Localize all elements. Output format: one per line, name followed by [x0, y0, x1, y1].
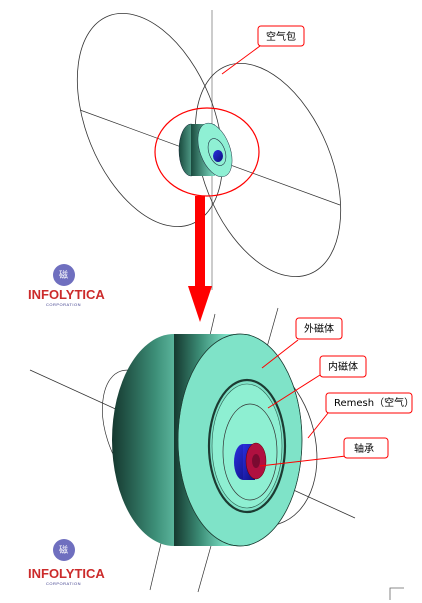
callout-label-remesh: Remesh（空气）: [334, 396, 414, 409]
remesh-ring: [222, 403, 278, 501]
bearing: [234, 442, 267, 480]
air-bag-shell-left: [76, 13, 224, 227]
callout-label-air-bag: 空气包: [266, 30, 296, 43]
logo-sub-bottom: CORPORATION: [46, 581, 81, 586]
callout-label-bearing: 轴承: [354, 442, 374, 455]
logo-name-bottom: INFOLYTICA: [28, 566, 105, 581]
small-magnet-assembly: [178, 122, 233, 178]
logo-seal-top: 磁: [59, 269, 68, 281]
overview-model: 空气包: [76, 10, 342, 290]
highlight-circle: [154, 107, 260, 197]
inner-magnet-ring: [207, 378, 287, 514]
zoom-arrow: [188, 196, 212, 322]
page-corner-mark: [389, 587, 404, 600]
callout-line-air-bag: [221, 45, 261, 75]
callout-remesh: Remesh（空气）: [307, 392, 414, 439]
callout-inner-magnet: 内磁体: [267, 355, 367, 409]
callout-label-inner-magnet: 内磁体: [328, 360, 358, 373]
air-bag-shell-right: [194, 63, 342, 277]
callout-box-air-bag: [257, 25, 305, 47]
infolytica-logo-top: 磁 INFOLYTICA CORPORATION: [28, 264, 105, 307]
logo-seal-bottom: 磁: [59, 544, 68, 556]
callout-outer-magnet: 外磁体: [261, 317, 343, 369]
callout-label-outer-magnet: 外磁体: [304, 322, 334, 335]
zoomed-model: 外磁体 内磁体 Remesh（空气） 轴承: [29, 307, 414, 593]
small-bearing: [213, 150, 223, 162]
logo-name-top: INFOLYTICA: [28, 287, 105, 302]
callout-bearing: 轴承: [259, 437, 389, 467]
infolytica-logo-bottom: 磁 INFOLYTICA CORPORATION: [28, 539, 105, 586]
logo-sub-top: CORPORATION: [46, 302, 81, 307]
